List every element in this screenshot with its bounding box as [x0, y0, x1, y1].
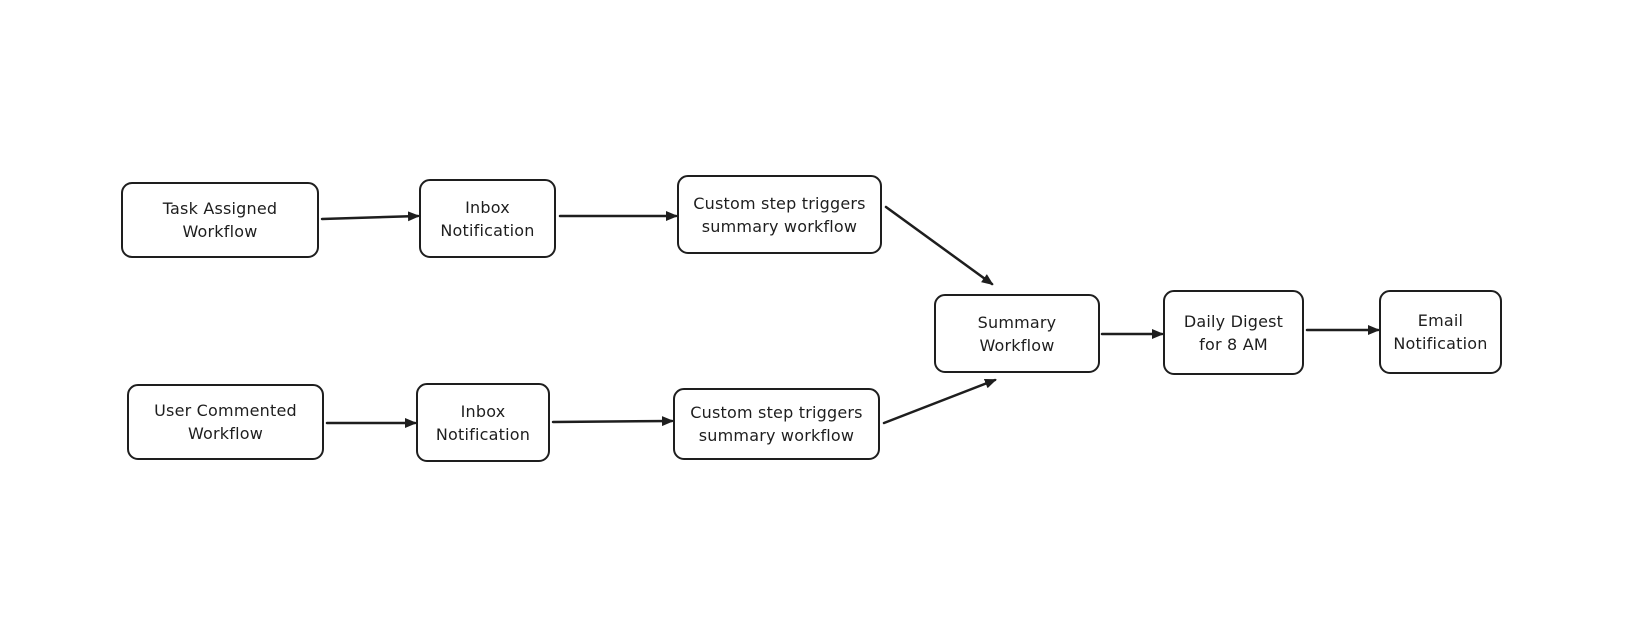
arrow-custom-step-bottom-to-summary	[882, 378, 997, 425]
node-label: Custom step triggers summary workflow	[690, 403, 863, 445]
node-label: Daily Digest for 8 AM	[1183, 311, 1284, 354]
arrow-inbox-bottom-to-custom-step-bottom	[551, 416, 674, 427]
node-label: User Commented Workflow	[154, 401, 297, 443]
node-label: Task Assigned Workflow	[162, 199, 278, 241]
node-label: Summary Workflow	[977, 312, 1057, 355]
arrow-custom-step-top-to-summary	[884, 205, 994, 286]
inbox-notification-top-node[interactable]: Inbox Notification	[419, 179, 556, 258]
node-label: Custom step triggers summary workflow	[693, 193, 866, 236]
node-label: Email Notification	[1393, 311, 1488, 353]
arrow-task-assigned-to-inbox-top	[320, 211, 420, 222]
custom-step-bottom-node[interactable]: Custom step triggers summary workflow	[673, 388, 880, 460]
custom-step-top-node[interactable]: Custom step triggers summary workflow	[677, 175, 882, 254]
daily-digest-node[interactable]: Daily Digest for 8 AM	[1163, 290, 1304, 375]
node-label: Inbox Notification	[435, 401, 531, 444]
inbox-notification-bottom-node[interactable]: Inbox Notification	[416, 383, 550, 462]
summary-workflow-node[interactable]: Summary Workflow	[934, 294, 1100, 373]
task-assigned-workflow-node[interactable]: Task Assigned Workflow	[121, 182, 319, 258]
email-notification-node[interactable]: Email Notification	[1379, 290, 1502, 374]
node-label: Inbox Notification	[440, 197, 535, 240]
user-commented-workflow-node[interactable]: User Commented Workflow	[127, 384, 324, 460]
